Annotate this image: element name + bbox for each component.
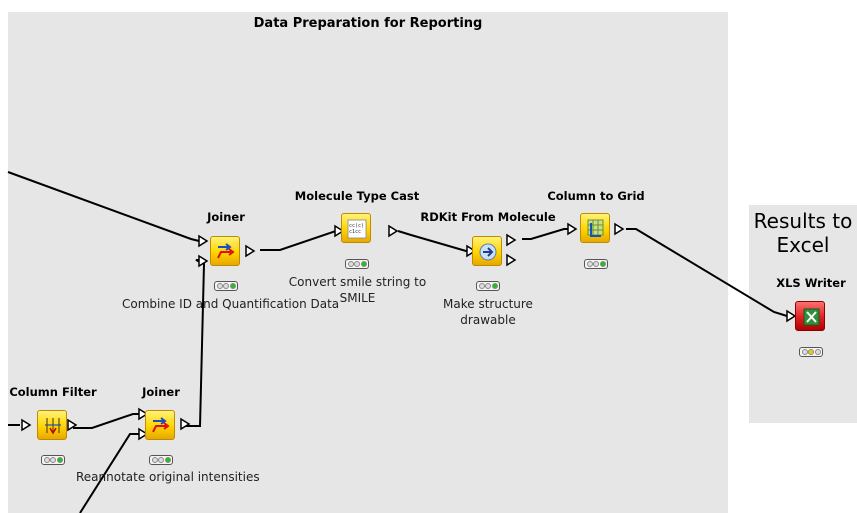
port-filter-in — [21, 418, 32, 432]
filter-icon[interactable] — [37, 410, 67, 440]
node-label-joiner-top: Combine ID and Quantification Data — [122, 297, 340, 311]
node-molecule-type-cast[interactable]: Molecule Type Cast cc(c) c1cc — [282, 189, 432, 269]
port-joiner-bottom-out — [180, 417, 191, 431]
status-light — [584, 259, 608, 269]
status-light — [476, 281, 500, 291]
connection-grid-to-xls — [626, 228, 788, 317]
joiner-icon[interactable] — [145, 410, 175, 440]
node-label-molecule-type-cast-line1: Convert smile string to — [288, 275, 427, 289]
status-light — [41, 455, 65, 465]
port-grid-in — [567, 222, 578, 236]
node-title: Joiner — [142, 385, 180, 399]
node-joiner-bottom[interactable]: Joiner — [86, 385, 236, 465]
node-title: XLS Writer — [776, 276, 846, 290]
svg-text:cc(c): cc(c) — [349, 223, 364, 229]
port-joiner-top-out — [245, 244, 256, 258]
connection-filter-to-joiner — [73, 413, 139, 429]
node-joiner-top[interactable]: Joiner — [151, 210, 301, 291]
excel-icon[interactable] — [795, 301, 825, 331]
node-xls-writer[interactable]: XLS Writer — [736, 276, 857, 357]
port-joiner-bottom-in2 — [138, 427, 149, 441]
status-light — [345, 259, 369, 269]
node-label-molecule-type-cast-line2: SMILE — [339, 291, 376, 305]
node-title: Column to Grid — [547, 189, 645, 203]
node-column-filter[interactable]: Column Filter — [0, 385, 128, 465]
port-joiner-top-in1 — [198, 234, 209, 248]
joiner-icon[interactable] — [210, 236, 240, 266]
connection-joiner-to-joiner — [185, 259, 206, 427]
annotation-title: Data Preparation for Reporting — [253, 16, 483, 31]
port-filter-out — [67, 418, 78, 432]
node-rdkit-from-molecule[interactable]: RDKit From Molecule — [413, 210, 563, 291]
port-rdkit-out2 — [506, 253, 517, 267]
node-label-rdkit-line2: drawable — [460, 313, 516, 327]
connection-incoming-top — [7, 171, 200, 242]
port-rdkit-in — [466, 244, 477, 258]
port-joiner-top-in2 — [198, 254, 209, 268]
annotation-title-line2: Excel — [776, 233, 830, 257]
status-light — [149, 455, 173, 465]
node-label-joiner-bottom: Reannotate original intensities — [76, 470, 260, 484]
connection-incoming-bottom — [79, 433, 139, 513]
node-title: Joiner — [207, 210, 245, 224]
port-grid-out — [614, 222, 625, 236]
annotation-title-line1: Results to — [753, 209, 853, 233]
node-title: Column Filter — [9, 385, 97, 399]
status-light — [799, 347, 823, 357]
grid-icon[interactable] — [580, 213, 610, 243]
port-rdkit-out1 — [506, 233, 517, 247]
port-typecast-in — [334, 224, 345, 238]
node-label-rdkit-line1: Make structure — [443, 297, 533, 311]
port-typecast-out — [388, 224, 399, 238]
rdkit-arrow-icon[interactable] — [472, 236, 502, 266]
port-xls-in — [786, 309, 797, 323]
node-title: RDKit From Molecule — [420, 210, 556, 224]
status-light — [214, 281, 238, 291]
node-title: Molecule Type Cast — [294, 189, 420, 203]
molecule-type-cast-icon[interactable]: cc(c) c1cc — [341, 213, 371, 243]
svg-text:c1cc: c1cc — [349, 229, 361, 235]
node-column-to-grid[interactable]: Column to Grid — [521, 189, 671, 269]
connection-rdkit-to-grid — [522, 228, 568, 240]
port-joiner-bottom-in1 — [138, 407, 149, 421]
